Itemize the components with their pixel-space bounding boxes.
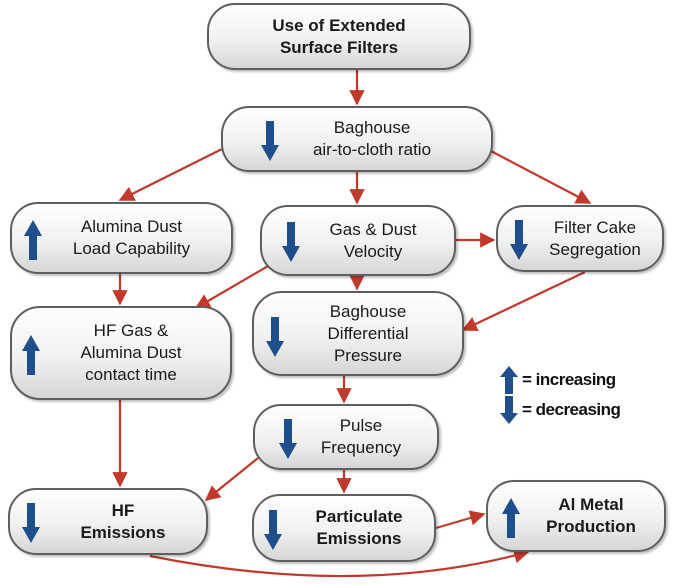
node-hf-gas-contact-time: HF Gas & Alumina Dust contact time (10, 306, 232, 400)
node-particulate-emissions: Particulate Emissions (252, 494, 436, 562)
legend-increasing: = increasing (500, 366, 616, 394)
node-line: Emissions (80, 522, 166, 542)
node-line: Frequency (320, 438, 402, 457)
legend-increasing-label: = increasing (522, 370, 616, 389)
decreasing-arrow-icon (264, 510, 282, 550)
decreasing-arrow-icon (261, 121, 279, 161)
node-line: Load Capability (72, 239, 191, 258)
node-line: HF Gas & (93, 321, 169, 340)
node-line: Use of Extended (272, 15, 406, 35)
connector-airtocloth-to-alumina (118, 139, 241, 201)
node-line: Particulate (315, 507, 403, 526)
decreasing-arrow-icon (22, 503, 40, 543)
node-al-metal-production: Al Metal Production (486, 480, 666, 552)
node-air-to-cloth-ratio: Baghouse air-to-cloth ratio (221, 106, 493, 172)
node-line: Emissions (316, 529, 402, 548)
node-line: Velocity (343, 241, 403, 261)
legend-decreasing: = decreasing (500, 396, 621, 424)
increasing-arrow-icon (502, 498, 520, 538)
node-alumina-dust-load: Alumina Dust Load Capability (10, 202, 233, 274)
node-filter-cake-segregation: Filter Cake Segregation (496, 205, 664, 272)
node-line: Production (546, 517, 636, 536)
node-line: air-to-cloth ratio (312, 140, 432, 159)
node-hf-emissions: HF Emissions (8, 488, 208, 555)
decreasing-arrow-icon (279, 419, 297, 459)
decreasing-arrow-icon (282, 222, 300, 262)
decreasing-arrow-icon (510, 220, 528, 260)
node-line: Alumina Dust (80, 217, 183, 236)
node-line: Surface Filters (279, 37, 399, 57)
node-line: Baghouse (333, 118, 411, 137)
connector-cake-to-pressure (461, 271, 586, 332)
node-line: Al Metal (558, 495, 624, 514)
increasing-arrow-icon (500, 366, 518, 394)
node-line: Pulse (339, 416, 383, 435)
node-pulse-frequency: Pulse Frequency (253, 404, 439, 470)
connector-particulate-to-al (435, 510, 486, 530)
node-line: Alumina Dust (80, 343, 182, 362)
node-line: Baghouse (329, 301, 407, 321)
increasing-arrow-icon (22, 335, 40, 375)
node-line: Pressure (333, 345, 402, 365)
legend-decreasing-label: = decreasing (522, 400, 621, 419)
node-line: Gas & Dust (329, 219, 417, 239)
node-baghouse-differential-pressure: Baghouse Differential Pressure (252, 291, 464, 376)
connector-hf-to-al (149, 548, 530, 578)
connector-pulse-to-hf (204, 457, 259, 501)
node-line: HF (111, 500, 135, 520)
node-gas-dust-velocity: Gas & Dust Velocity (260, 205, 456, 276)
decreasing-arrow-icon (266, 317, 284, 357)
decreasing-arrow-icon (500, 396, 518, 424)
node-line: contact time (85, 365, 177, 384)
node-line: Segregation (549, 239, 641, 259)
increasing-arrow-icon (24, 220, 42, 260)
node-extended-surface-filters: Use of Extended Surface Filters (207, 3, 471, 70)
node-line: Filter Cake (553, 217, 637, 237)
node-line: Differential (327, 323, 409, 343)
connector-velocity-to-contact (194, 261, 276, 309)
